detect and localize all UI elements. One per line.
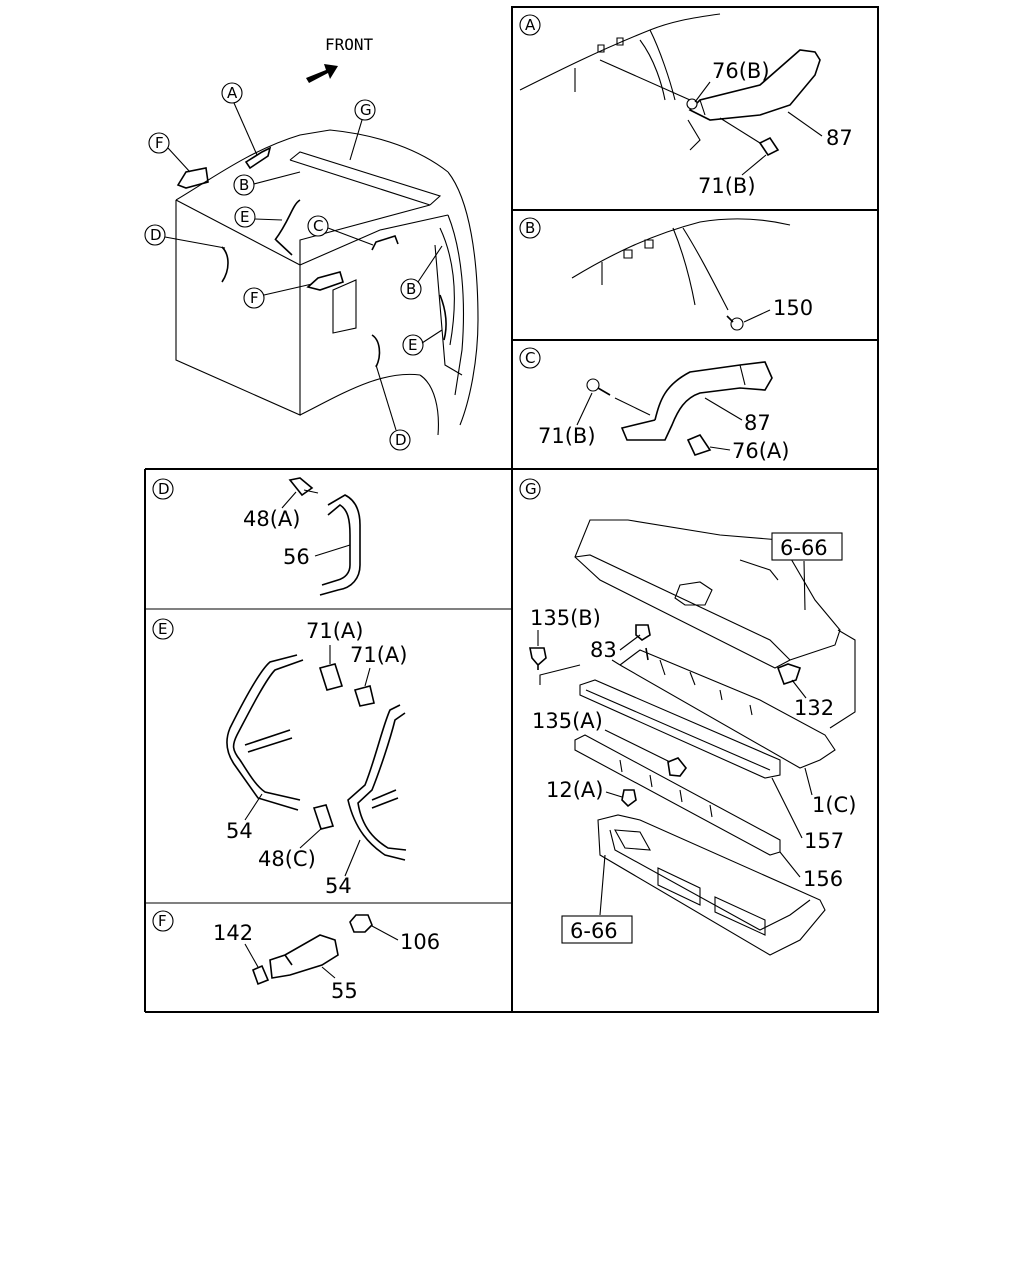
front-arrow-icon xyxy=(306,64,338,83)
label-f-142: 142 xyxy=(213,921,253,945)
svg-text:C: C xyxy=(313,217,323,235)
svg-text:E: E xyxy=(158,620,167,638)
callout-g: G xyxy=(349,99,376,161)
rail-157 xyxy=(579,679,781,779)
callout-f-top: F xyxy=(148,132,191,173)
label-g-1c: 1(C) xyxy=(812,793,856,817)
label-e-71a-right: 71(A) xyxy=(350,643,407,667)
plate-1c xyxy=(619,649,836,769)
handle-87-c xyxy=(620,361,773,441)
cover-156 xyxy=(597,814,826,956)
panel-f-letter: F xyxy=(152,910,174,932)
ref-box-top: 6-66 xyxy=(771,532,843,611)
svg-text:A: A xyxy=(227,84,238,102)
label-e-48c: 48(C) xyxy=(258,847,316,871)
panel-a-letter: A xyxy=(519,14,541,36)
callout-d-left: D xyxy=(144,224,226,249)
panel-d-letter: D xyxy=(152,478,174,500)
handle-56 xyxy=(319,494,361,596)
svg-text:D: D xyxy=(158,480,170,498)
svg-text:F: F xyxy=(158,912,167,930)
bar-54-right xyxy=(347,704,407,861)
callout-b-right: B xyxy=(400,245,443,300)
label-f-106: 106 xyxy=(400,930,440,954)
label-e-71a-left: 71(A) xyxy=(306,619,363,643)
label-g-135a: 135(A) xyxy=(532,709,603,733)
label-g-83: 83 xyxy=(590,638,617,662)
callout-c: C xyxy=(307,215,374,246)
panel-frames xyxy=(144,6,879,1013)
label-d-56: 56 xyxy=(283,545,310,569)
panel-c-letter: C xyxy=(519,347,541,369)
panel-e-letter: E xyxy=(152,618,174,640)
callout-e-right: E xyxy=(402,329,443,356)
panel-g: G 6-66 xyxy=(519,478,856,956)
label-a-71b: 71(B) xyxy=(698,174,756,198)
overview-callouts: A F G B E C D F B E D xyxy=(144,82,443,451)
label-g-132: 132 xyxy=(794,696,834,720)
svg-text:F: F xyxy=(155,134,164,152)
label-d-48a: 48(A) xyxy=(243,507,300,531)
callout-b-left: B xyxy=(233,171,301,196)
panel-d: D 48(A) 56 xyxy=(152,477,361,596)
label-g-135b: 135(B) xyxy=(530,606,601,630)
label-b-150: 150 xyxy=(773,296,813,320)
label-g-156: 156 xyxy=(803,867,843,891)
svg-text:D: D xyxy=(395,431,407,449)
panel-b: B 150 xyxy=(519,217,813,331)
svg-text:E: E xyxy=(408,336,417,354)
label-e-54-left: 54 xyxy=(226,819,253,843)
panel-f: F 142 106 55 xyxy=(152,910,440,1003)
callout-a: A xyxy=(221,82,258,156)
label-e-54-right: 54 xyxy=(325,874,352,898)
svg-text:B: B xyxy=(406,280,416,298)
handle-87 xyxy=(688,49,821,121)
svg-text:B: B xyxy=(239,176,249,194)
svg-text:G: G xyxy=(525,480,537,498)
svg-text:D: D xyxy=(150,226,162,244)
label-g-157: 157 xyxy=(804,829,844,853)
panel-c: C 71(B) 87 76(A) xyxy=(519,347,789,463)
bracket-55 xyxy=(269,934,339,979)
panel-b-letter: B xyxy=(519,217,541,239)
label-a-76b: 76(B) xyxy=(712,59,770,83)
label-g-6-66-top: 6-66 xyxy=(780,536,828,560)
callout-e-left: E xyxy=(234,206,283,228)
svg-text:F: F xyxy=(250,289,259,307)
label-f-55: 55 xyxy=(331,979,358,1003)
svg-text:C: C xyxy=(525,349,535,367)
callout-f-mid: F xyxy=(243,283,313,309)
overview-cab-drawing: FRONT A F G B E C D xyxy=(144,35,479,451)
svg-text:A: A xyxy=(525,16,536,34)
label-g-12a: 12(A) xyxy=(546,778,603,802)
label-c-87: 87 xyxy=(744,411,771,435)
bar-54-left xyxy=(226,654,304,811)
ref-box-bottom: 6-66 xyxy=(561,854,633,944)
label-g-6-66-bottom: 6-66 xyxy=(570,919,618,943)
svg-text:G: G xyxy=(360,101,372,119)
label-c-76a: 76(A) xyxy=(732,439,789,463)
svg-text:B: B xyxy=(525,219,535,237)
callout-d-bottom: D xyxy=(375,364,411,451)
label-c-71b: 71(B) xyxy=(538,424,596,448)
panel-g-letter: G xyxy=(519,478,541,500)
svg-text:E: E xyxy=(240,208,249,226)
label-a-87: 87 xyxy=(826,126,853,150)
panel-e: E 71(A) 71(A) 54 48(C) 54 xyxy=(152,618,407,898)
front-label: FRONT xyxy=(325,35,374,54)
panel-a: A 76(B) 87 71(B) xyxy=(519,13,853,198)
